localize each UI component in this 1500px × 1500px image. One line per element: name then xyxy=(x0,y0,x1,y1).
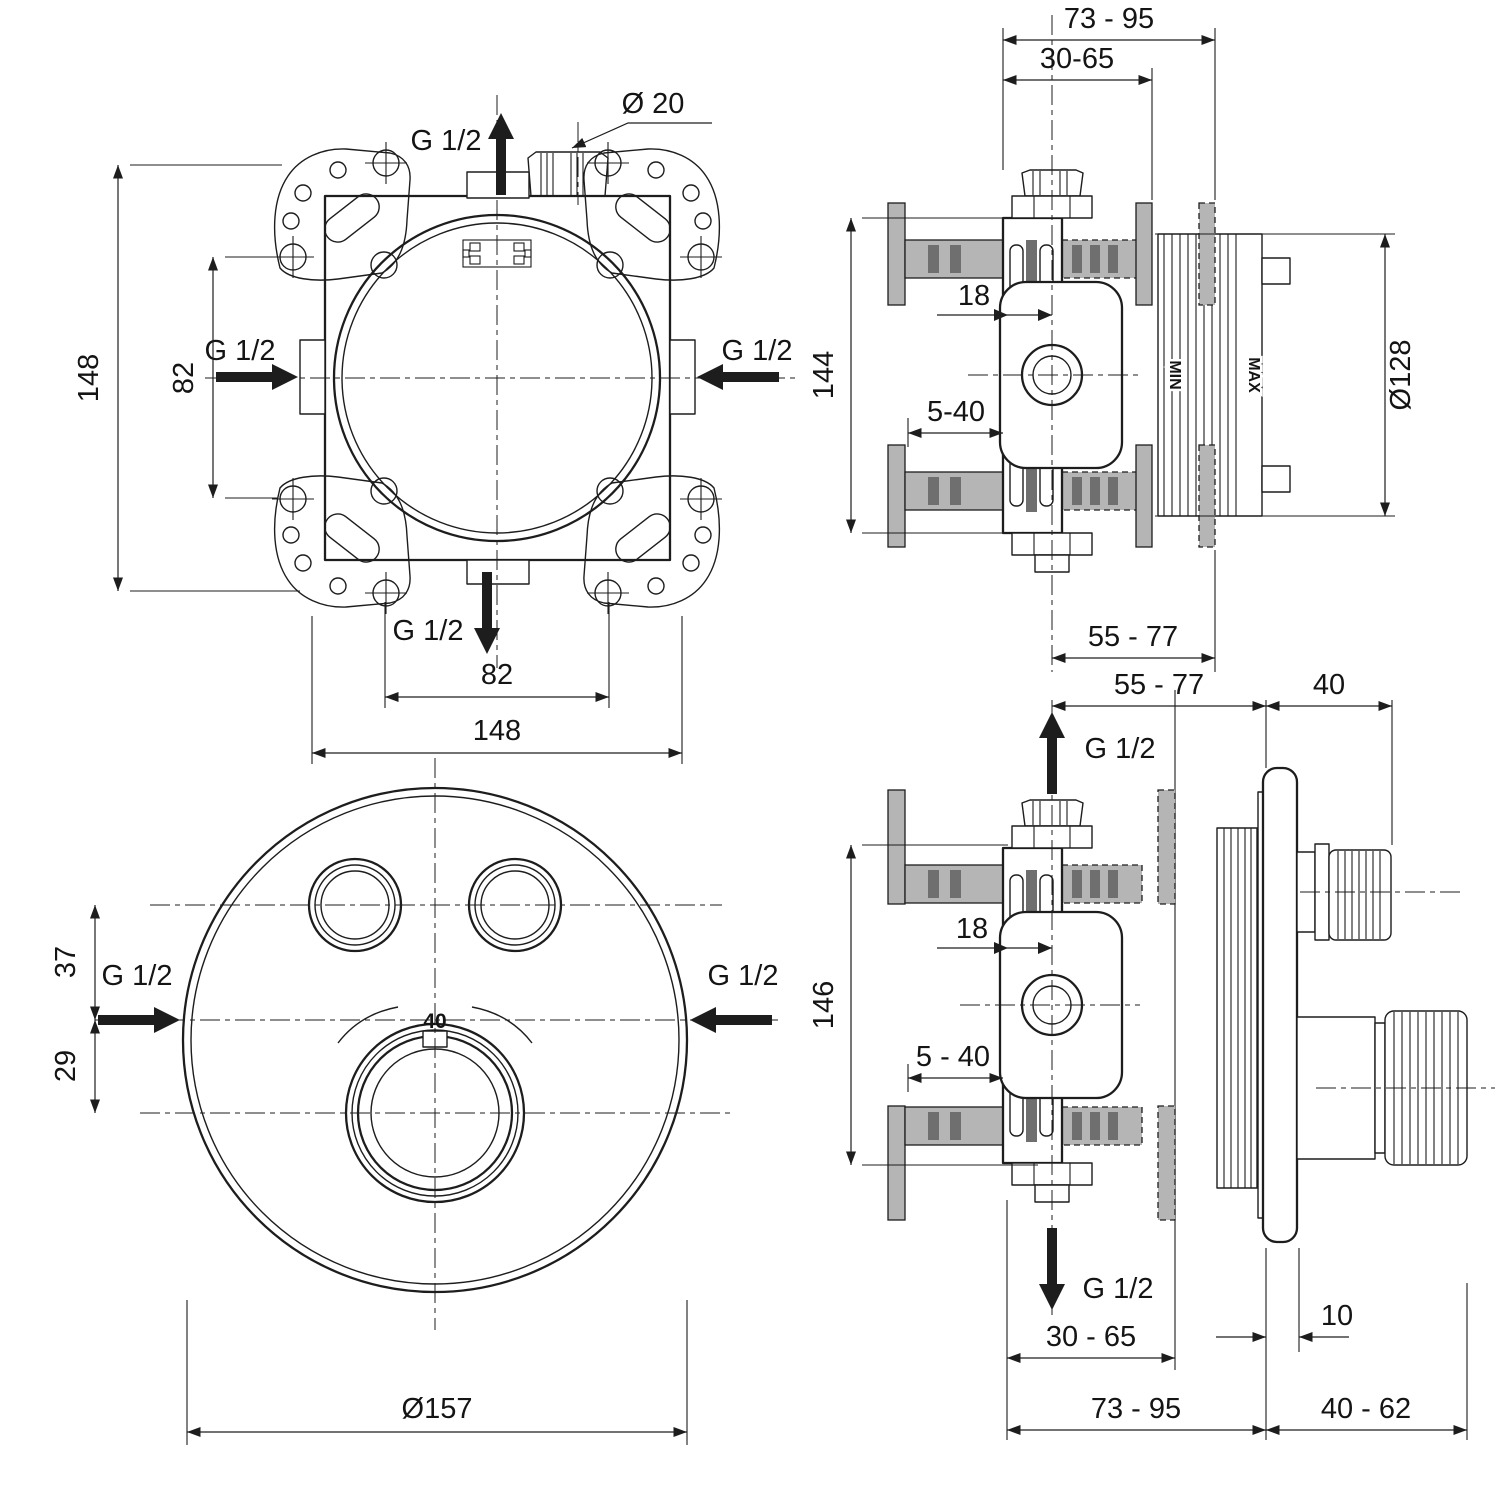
dim-axis-to-wall: 55 - 77 xyxy=(1088,621,1178,653)
conduit-dia-label: Ø 20 xyxy=(622,88,685,120)
dim-sleeve-dia: Ø128 xyxy=(1385,340,1417,411)
dim-height-overall: 148 xyxy=(73,354,105,402)
dimensions-rough-in-side: 73 - 95 30-65 144 18 5-40 Ø128 55 - 77 xyxy=(808,3,1417,672)
right-port-boss xyxy=(669,339,696,415)
g-half-right-label: G 1/2 xyxy=(722,335,793,367)
bottom-port-boss xyxy=(466,559,530,585)
g-half-left-label: G 1/2 xyxy=(205,335,276,367)
mounting-bracket-top-right xyxy=(584,142,722,280)
dimensions-trim-front: 37 29 Ø157 xyxy=(50,905,688,1445)
flow-arrow-top-trim xyxy=(1039,712,1065,794)
dim-width-overall: 148 xyxy=(473,715,521,747)
dim-height-overall-trim: 146 xyxy=(808,981,840,1029)
mounting-bracket-bottom-right xyxy=(584,476,722,614)
trim-front-view: 40 G 1/2 G 1/2 37 29 Ø157 xyxy=(50,758,778,1445)
mounting-bracket-top-left xyxy=(272,142,410,280)
flow-arrow-left xyxy=(216,364,298,390)
rough-in-front-view: G 1/2 G 1/2 G 1/2 G 1/2 Ø 20 148 82 82 1… xyxy=(73,88,795,764)
dim-handle-proj: 40 - 62 xyxy=(1321,1393,1411,1425)
rough-in-side-view: MIN MAX 73 - 95 30-65 144 18 5-40 Ø128 5… xyxy=(808,3,1417,672)
flow-arrow-left-trim xyxy=(98,1007,180,1033)
flow-arrow-right-trim xyxy=(690,1007,772,1033)
dim-center-offset-trim: 18 xyxy=(956,913,988,945)
dim-knob-offset: 29 xyxy=(50,1050,82,1082)
left-port-boss xyxy=(299,339,326,415)
dim-plate-dia: Ø157 xyxy=(402,1393,473,1425)
dim-depth-housing: 30-65 xyxy=(1040,43,1114,75)
dim-plaster-range-trim: 5 - 40 xyxy=(916,1041,990,1073)
fixing-flange-lower xyxy=(887,444,906,548)
dim-depth-total: 73 - 95 xyxy=(1064,3,1154,35)
sleeve-stub xyxy=(1216,827,1258,1189)
wall-max-position xyxy=(1198,202,1216,306)
wall-min-position xyxy=(1135,202,1153,306)
dim-screws-horizontal: 82 xyxy=(481,659,513,691)
mounting-bracket-bottom-left xyxy=(272,476,410,614)
g-half-left-trim-label: G 1/2 xyxy=(102,960,173,992)
dim-center-offset: 18 xyxy=(958,280,990,312)
dim-plate-thickness: 10 xyxy=(1321,1300,1353,1332)
g-half-top-label: G 1/2 xyxy=(411,125,482,157)
dim-plaster-range: 5-40 xyxy=(927,396,985,428)
dimensions-trim-side: 55 - 77 40 18 146 5 - 40 30 - 65 10 73 -… xyxy=(808,669,1468,1440)
g-half-bottom-trim-label: G 1/2 xyxy=(1083,1273,1154,1305)
dim-depth-housing-trim: 30 - 65 xyxy=(1046,1321,1136,1353)
dim-buttons-offset: 37 xyxy=(50,946,82,978)
dim-axis-to-wall-trim: 55 - 77 xyxy=(1114,669,1204,701)
dim-knob-proj: 40 xyxy=(1313,669,1345,701)
dimensions-rough-in-front: 148 82 82 148 xyxy=(73,164,683,764)
g-half-right-trim-label: G 1/2 xyxy=(708,960,779,992)
escutcheon-plate-side xyxy=(1261,766,1299,1244)
min-marking: MIN xyxy=(1166,360,1183,389)
dim-depth-total-trim: 73 - 95 xyxy=(1091,1393,1181,1425)
g-half-top-trim-label: G 1/2 xyxy=(1085,733,1156,765)
dim-screws-vertical: 82 xyxy=(168,362,200,394)
g-half-bottom-label: G 1/2 xyxy=(393,615,464,647)
max-marking: MAX xyxy=(1245,357,1262,393)
trim-side-view: G 1/2 G 1/2 55 - 77 40 18 146 5 - 40 30 … xyxy=(808,669,1495,1440)
wall-tile-lower xyxy=(1157,1105,1176,1221)
flow-arrow-bottom-trim xyxy=(1039,1228,1065,1310)
flow-arrow-right xyxy=(697,364,779,390)
dim-height-overall-side: 144 xyxy=(808,351,840,399)
conduit-leader xyxy=(571,122,712,149)
wall-tile-upper xyxy=(1157,789,1176,905)
fixing-slots xyxy=(324,193,671,563)
